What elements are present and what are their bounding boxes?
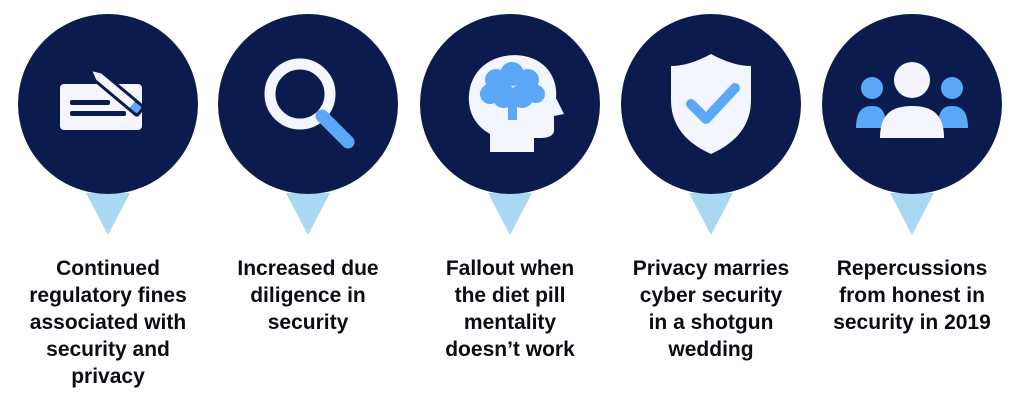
users-group-icon <box>856 62 968 138</box>
pointer-triangle <box>286 193 330 235</box>
caption: Privacy marries cyber security in a shot… <box>632 257 790 361</box>
icon-badge <box>621 14 801 194</box>
caption: Increased due diligence in security <box>237 257 379 334</box>
item-diet-pill: Fallout when the diet pill mentality doe… <box>410 0 610 419</box>
pointer-triangle <box>86 193 130 235</box>
caption: Fallout when the diet pill mentality doe… <box>445 257 575 361</box>
document-pencil-icon <box>60 69 145 130</box>
item-fines: Continued regulatory fines associated wi… <box>8 0 208 419</box>
pointer-triangle <box>890 193 934 235</box>
pointer-triangle <box>488 193 532 235</box>
shield-check-icon <box>671 54 751 154</box>
magnifying-glass-icon <box>264 58 355 149</box>
icon-badge <box>420 14 600 194</box>
item-privacy-security: Privacy marries cyber security in a shot… <box>611 0 811 419</box>
icon-badge <box>822 14 1002 194</box>
caption: Continued regulatory fines associated wi… <box>29 257 187 388</box>
item-repercussions: Repercussions from honest in security in… <box>812 0 1012 419</box>
icon-badge <box>18 14 198 194</box>
caption: Repercussions from honest in security in… <box>833 257 991 334</box>
icon-badge <box>218 14 398 194</box>
item-due-diligence: Increased due diligence in security <box>208 0 408 419</box>
pointer-triangle <box>689 193 733 235</box>
head-brain-icon <box>468 55 564 152</box>
